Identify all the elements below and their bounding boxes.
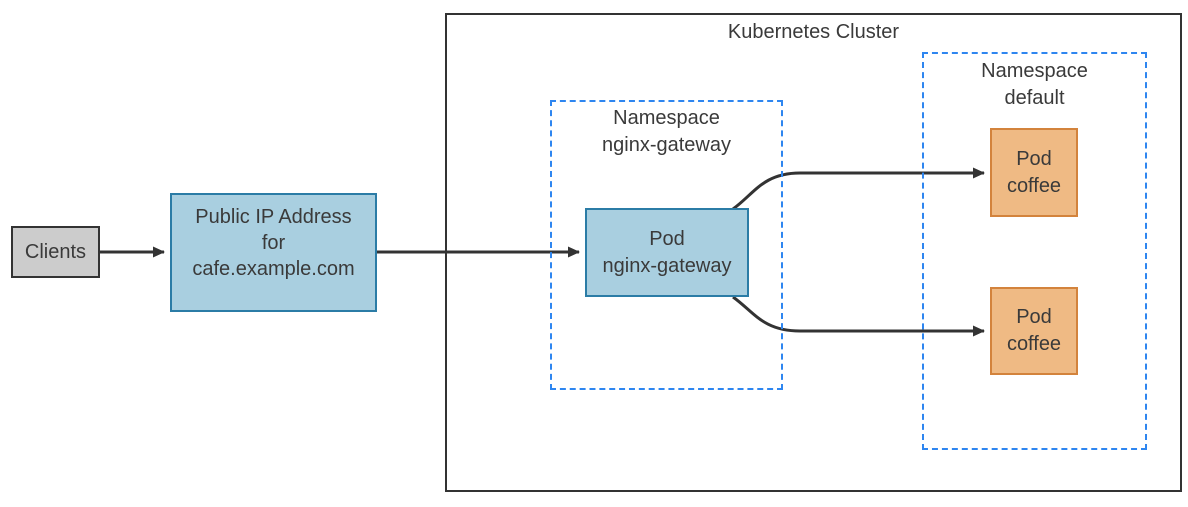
node-public-ip-line2: for bbox=[261, 232, 286, 254]
node-pod-coffee-1-line1: Pod bbox=[1016, 147, 1052, 170]
namespace-default-title-line1: Namespace bbox=[981, 60, 1088, 82]
node-pod-coffee-1: Pod coffee bbox=[990, 128, 1078, 217]
node-pod-nginx-gateway-line1: Pod bbox=[649, 227, 685, 250]
node-public-ip-line1: Public IP Address bbox=[195, 206, 352, 228]
node-clients: Clients bbox=[11, 226, 100, 278]
node-pod-coffee-2: Pod coffee bbox=[990, 287, 1078, 375]
kubernetes-cluster-boundary: Kubernetes Cluster bbox=[445, 13, 1182, 492]
node-public-ip: Public IP Address for cafe.example.com bbox=[170, 193, 377, 312]
node-pod-coffee-2-line2: coffee bbox=[1006, 333, 1062, 355]
namespace-nginx-gateway-title-line1: Namespace bbox=[613, 107, 720, 129]
node-public-ip-line3: cafe.example.com bbox=[192, 258, 355, 280]
namespace-nginx-gateway-title-line2: nginx-gateway bbox=[602, 134, 731, 156]
node-clients-label: Clients bbox=[24, 240, 87, 263]
namespace-default-title-line2: default bbox=[1004, 87, 1065, 109]
namespace-default-boundary: Namespace default bbox=[922, 52, 1147, 450]
namespace-nginx-gateway-boundary: Namespace nginx-gateway bbox=[550, 100, 783, 390]
kubernetes-cluster-title: Kubernetes Cluster bbox=[727, 21, 900, 43]
node-pod-coffee-2-line1: Pod bbox=[1016, 306, 1052, 328]
node-pod-nginx-gateway-line2: nginx-gateway bbox=[602, 254, 732, 277]
node-pod-nginx-gateway: Pod nginx-gateway bbox=[585, 208, 749, 297]
node-pod-coffee-1-line2: coffee bbox=[1006, 174, 1062, 197]
